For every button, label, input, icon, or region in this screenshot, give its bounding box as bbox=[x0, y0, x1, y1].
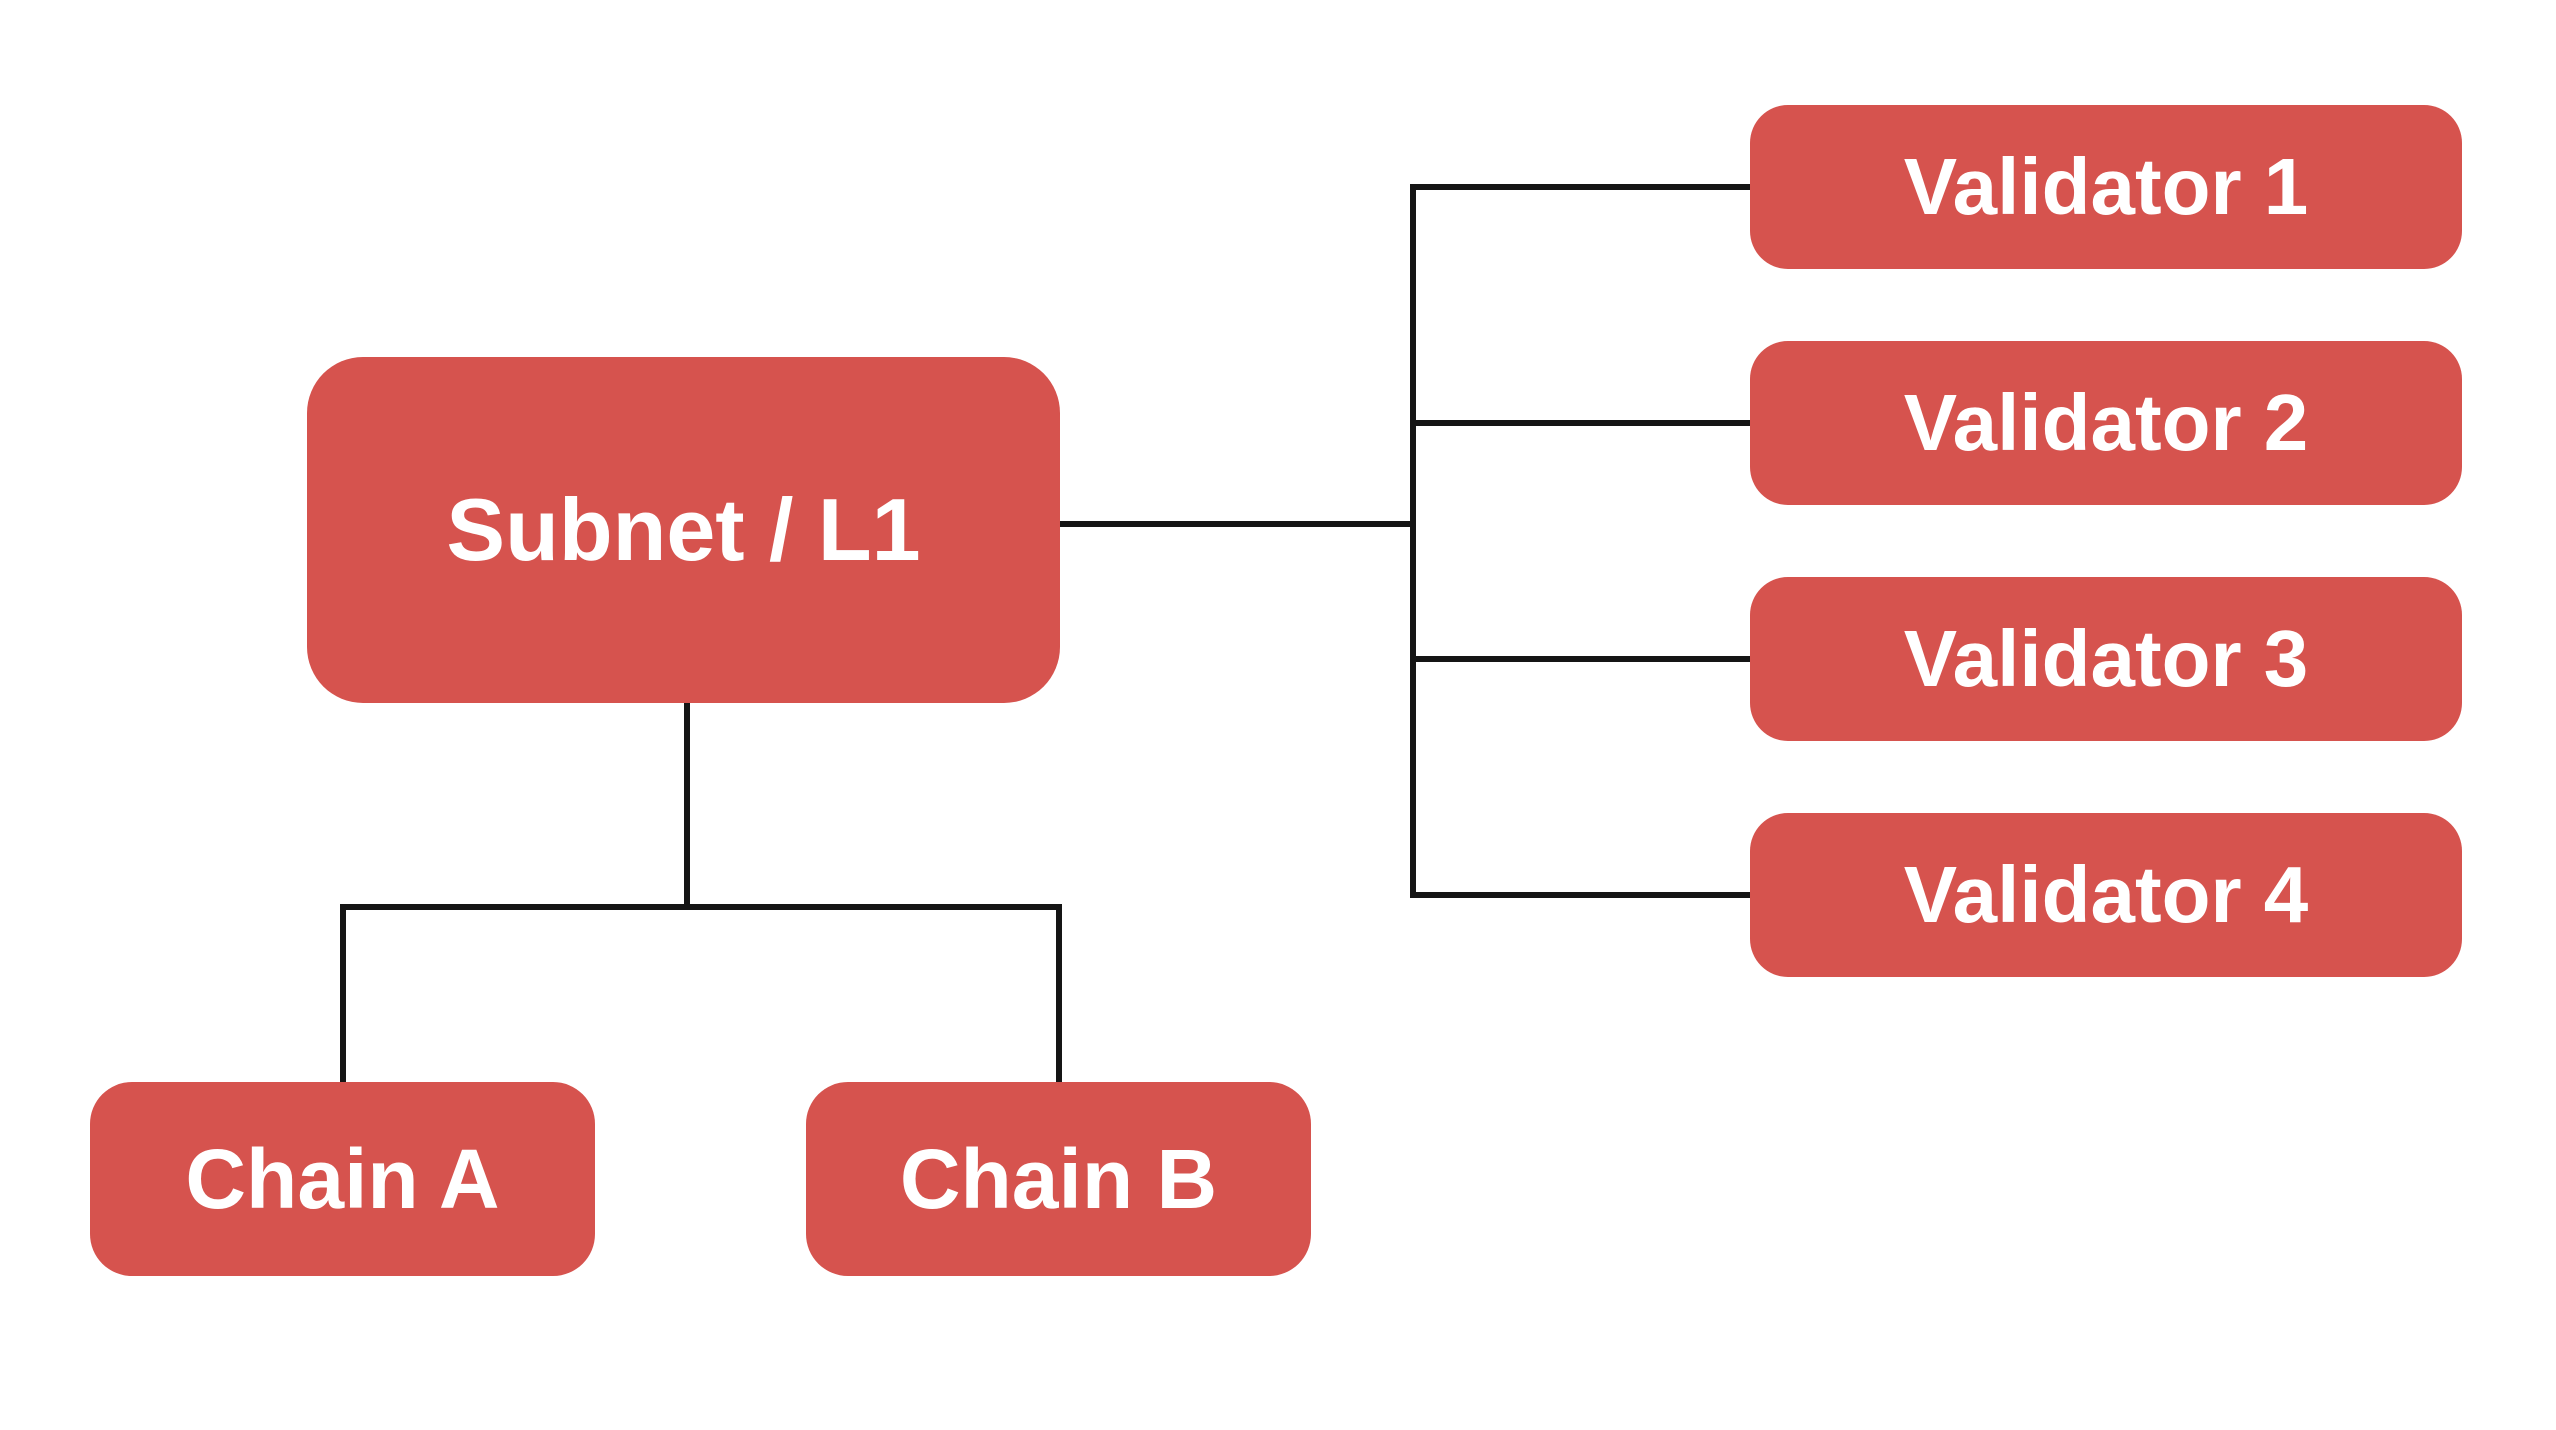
connector-chain-bar bbox=[340, 904, 1062, 910]
node-validator-3: Validator 3 bbox=[1750, 577, 2462, 741]
node-chain-a-label: Chain A bbox=[185, 1132, 500, 1226]
connector-branch-validator-2 bbox=[1410, 420, 1750, 426]
node-chain-a: Chain A bbox=[90, 1082, 595, 1276]
node-validator-2: Validator 2 bbox=[1750, 341, 2462, 505]
node-chain-b: Chain B bbox=[806, 1082, 1311, 1276]
node-subnet-l1: Subnet / L1 bbox=[307, 357, 1060, 703]
connector-subnet-stem bbox=[684, 702, 690, 908]
node-validator-1: Validator 1 bbox=[1750, 105, 2462, 269]
node-subnet-l1-label: Subnet / L1 bbox=[446, 480, 921, 579]
node-validator-2-label: Validator 2 bbox=[1903, 378, 2309, 467]
connector-validator-trunk bbox=[1410, 184, 1416, 898]
connector-drop-chain-b bbox=[1056, 904, 1062, 1082]
node-validator-3-label: Validator 3 bbox=[1903, 614, 2309, 703]
connector-branch-validator-4 bbox=[1410, 892, 1750, 898]
node-validator-4-label: Validator 4 bbox=[1903, 850, 2309, 939]
connector-branch-validator-1 bbox=[1410, 184, 1750, 190]
node-chain-b-label: Chain B bbox=[899, 1132, 1218, 1226]
connector-subnet-to-trunk bbox=[1060, 521, 1416, 527]
connector-drop-chain-a bbox=[340, 904, 346, 1082]
node-validator-1-label: Validator 1 bbox=[1903, 142, 2309, 231]
connector-branch-validator-3 bbox=[1410, 656, 1750, 662]
node-validator-4: Validator 4 bbox=[1750, 813, 2462, 977]
